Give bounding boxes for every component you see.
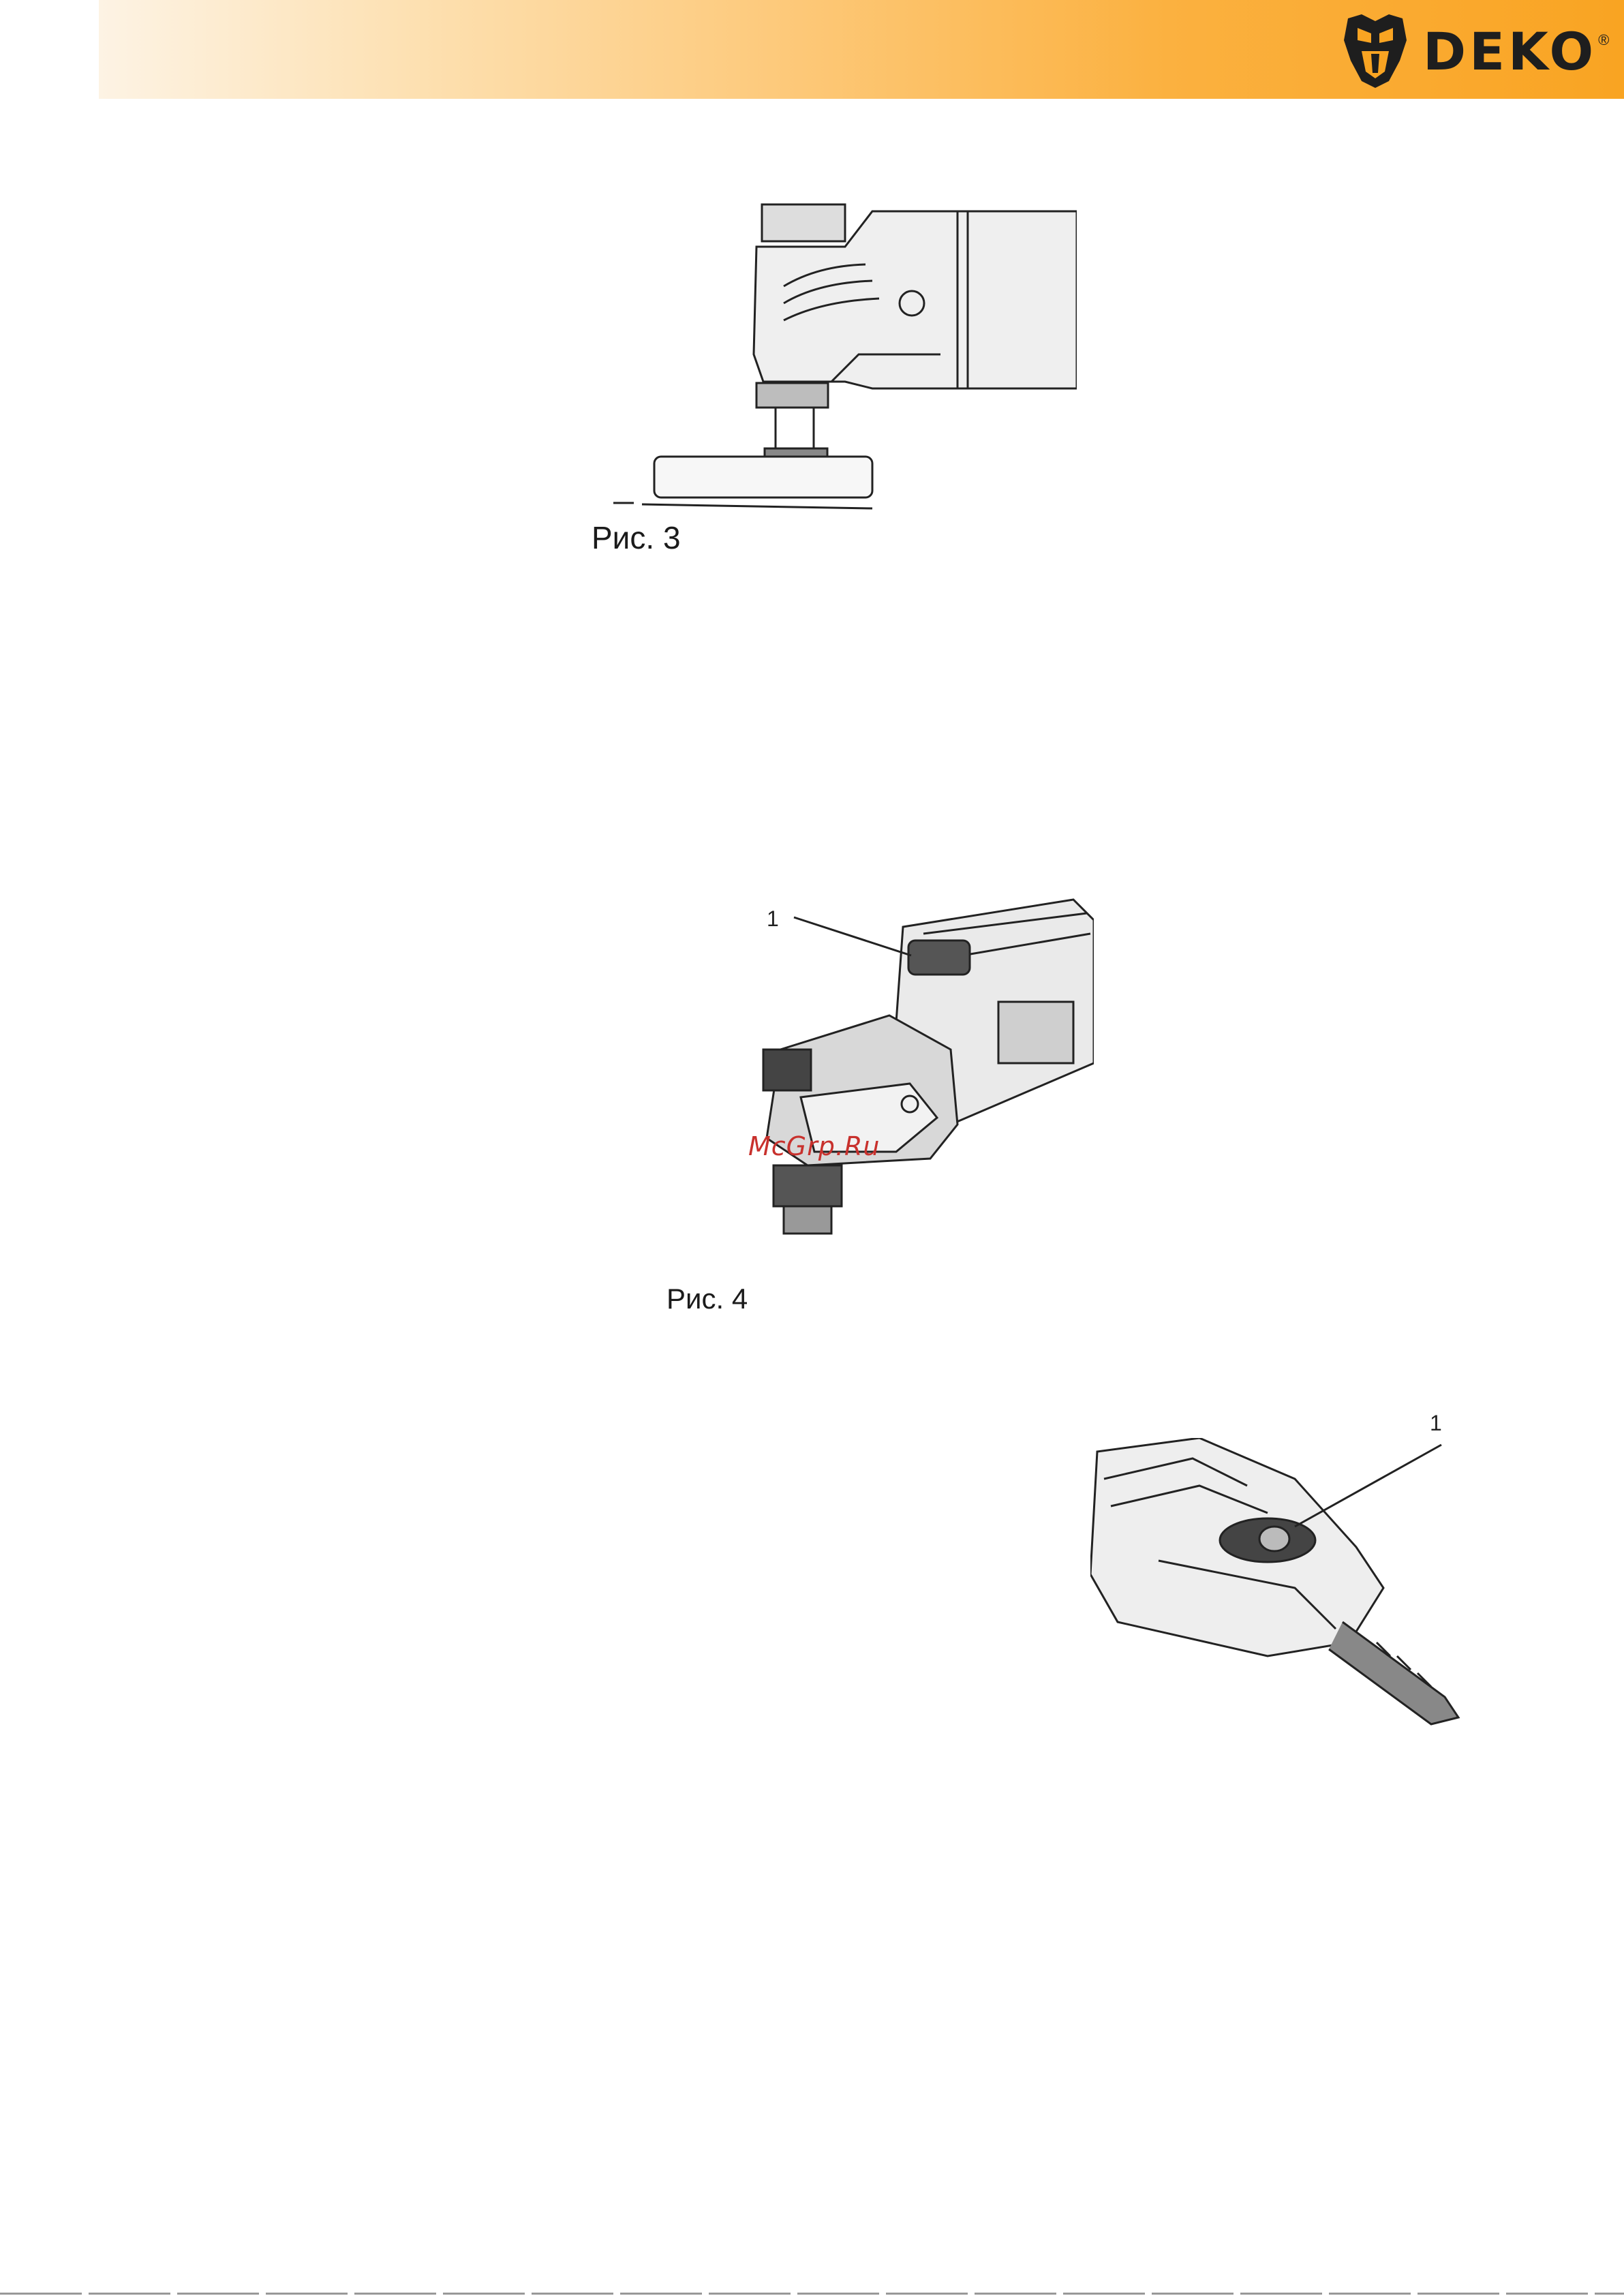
multitool-lock-lever-illustration bbox=[733, 893, 1094, 1240]
multitool-speed-dial-illustration bbox=[1090, 1438, 1472, 1731]
watermark: McGrp.Ru bbox=[748, 1131, 880, 1161]
footer-rule bbox=[0, 2293, 1624, 2295]
brand-logo: DEKO ® bbox=[1341, 11, 1614, 91]
multitool-side-view-illustration bbox=[586, 184, 1077, 518]
brand-name: DEKO bbox=[1423, 21, 1597, 82]
figure-5-callout-1: 1 bbox=[1430, 1411, 1442, 1436]
figure-3-caption: Рис. 3 bbox=[592, 519, 681, 556]
deko-mask-icon bbox=[1341, 13, 1409, 89]
figure-4-callout-1: 1 bbox=[767, 906, 779, 932]
registered-mark: ® bbox=[1598, 31, 1609, 49]
figure-4-caption: Рис. 4 bbox=[667, 1283, 748, 1315]
